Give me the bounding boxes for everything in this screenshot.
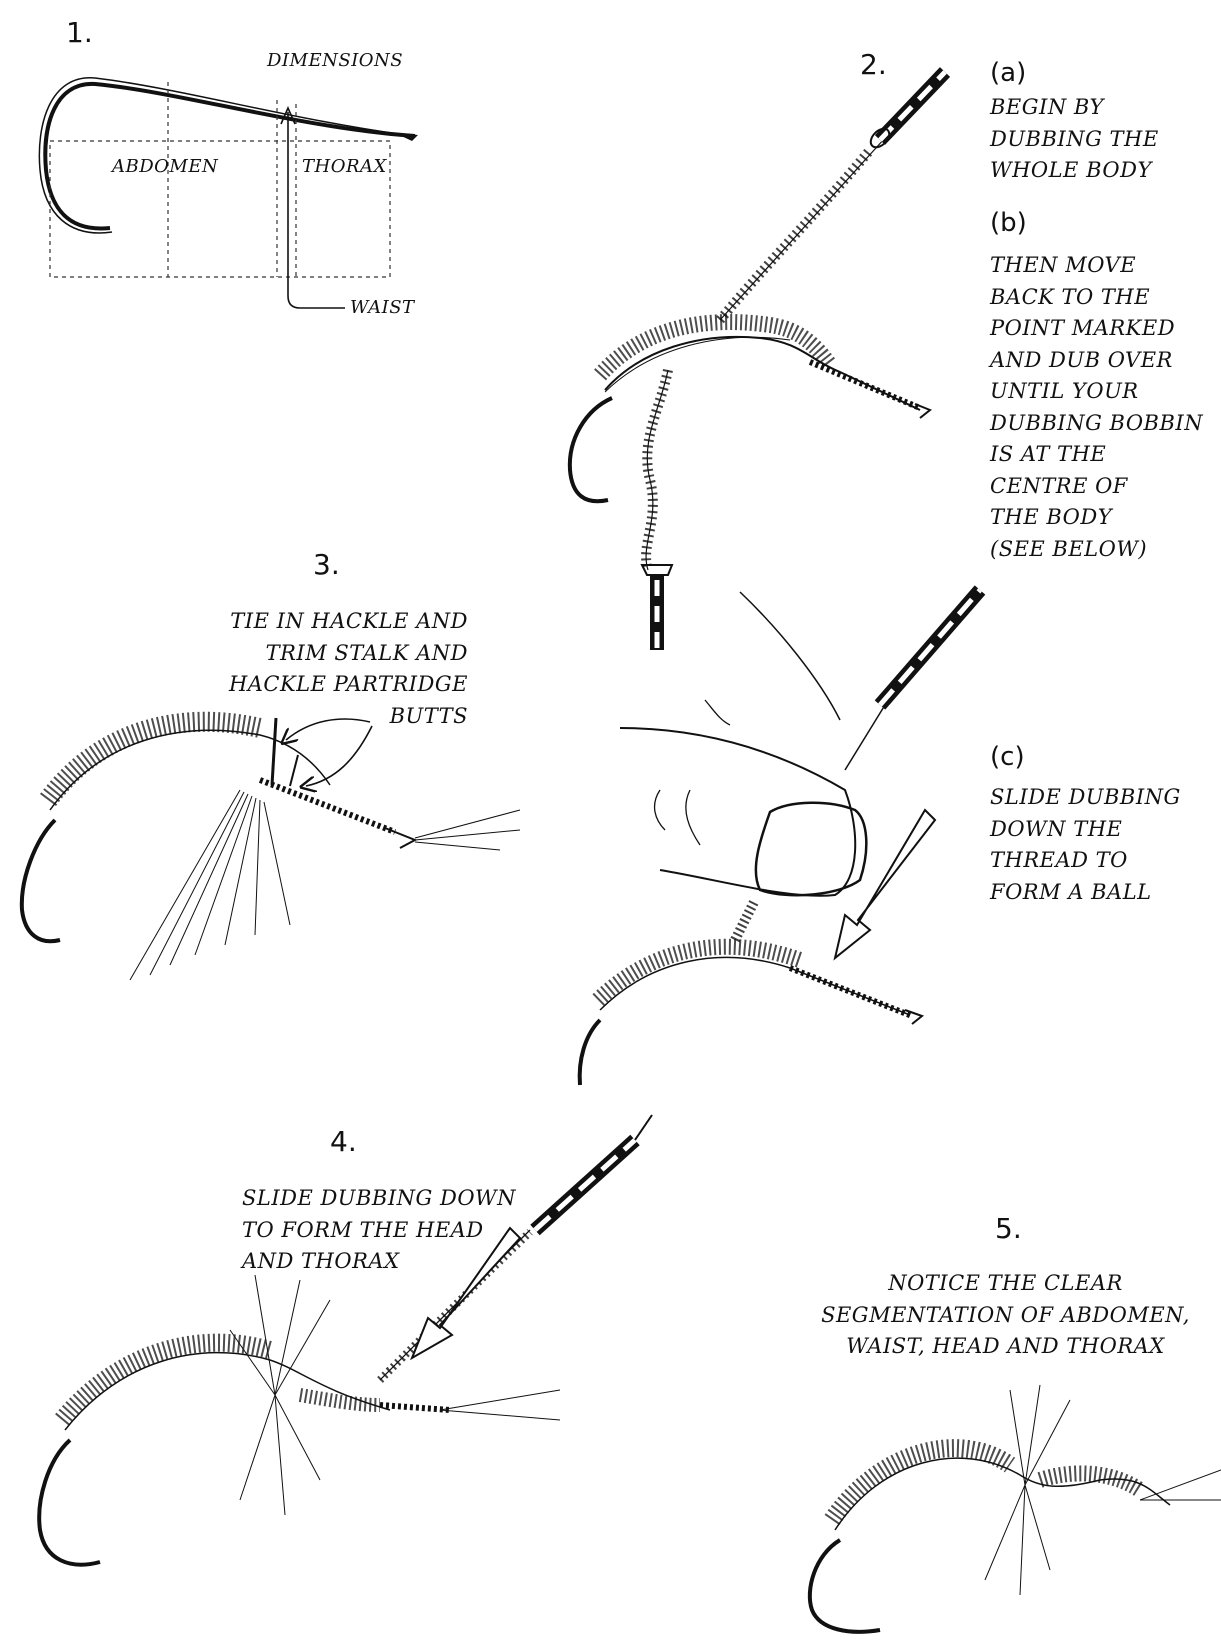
bobbin-4	[535, 1115, 652, 1230]
step2b-line: THE BODY	[990, 502, 1203, 534]
step4-line: SLIDE DUBBING DOWN	[242, 1183, 516, 1215]
finished-hackle	[985, 1385, 1221, 1595]
hackle-fibres	[130, 790, 520, 980]
step2a-line: DUBBING THE	[990, 124, 1159, 156]
step2a-text: BEGIN BY DUBBING THE WHOLE BODY	[990, 92, 1159, 187]
step5-line: SEGMENTATION OF ABDOMEN,	[790, 1300, 1221, 1332]
step4-line: AND THORAX	[242, 1246, 516, 1278]
slide-arrow-c	[835, 810, 935, 958]
step2c-line: SLIDE DUBBING	[990, 782, 1181, 814]
abdomen-label: ABDOMEN	[112, 156, 218, 178]
hackle-burst	[230, 1275, 560, 1515]
step2c-marker: (c)	[990, 742, 1025, 772]
step5-finished-fly-illustration	[810, 1385, 1221, 1632]
thorax-label: THORAX	[302, 156, 387, 178]
step2b-line: UNTIL YOUR	[990, 376, 1203, 408]
step2c-finger-illustration	[580, 590, 980, 1085]
step2-number: 2.	[860, 48, 887, 81]
bobbin-upper	[867, 72, 945, 151]
dimension-grid	[50, 82, 390, 277]
step5-number: 5.	[995, 1212, 1022, 1245]
step2b-line: CENTRE OF	[990, 471, 1203, 503]
step3-line: TRIM STALK AND	[150, 638, 468, 670]
step5-text: NOTICE THE CLEAR SEGMENTATION OF ABDOMEN…	[790, 1268, 1221, 1363]
step4-number: 4.	[330, 1125, 357, 1158]
step2b-line: (SEE BELOW)	[990, 534, 1203, 566]
step3-number: 3.	[313, 548, 340, 581]
step2b-line: POINT MARKED	[990, 313, 1203, 345]
step2b-marker: (b)	[990, 208, 1027, 238]
step2b-line: DUBBING BOBBIN	[990, 408, 1203, 440]
fingernail	[756, 803, 866, 895]
step2a-marker: (a)	[990, 58, 1026, 88]
bobbin-lower	[642, 565, 672, 650]
step4-text: SLIDE DUBBING DOWN TO FORM THE HEAD AND …	[242, 1183, 516, 1278]
step5-line: WAIST, HEAD AND THORAX	[790, 1331, 1221, 1363]
step3-line: TIE IN HACKLE AND	[150, 606, 468, 638]
step2b-line: BACK TO THE	[990, 282, 1203, 314]
step2a-line: WHOLE BODY	[990, 155, 1159, 187]
dubbed-thread-down	[646, 370, 668, 570]
step2b-text: THEN MOVE BACK TO THE POINT MARKED AND D…	[990, 250, 1203, 565]
step3-line: HACKLE PARTRIDGE	[150, 669, 468, 701]
step2b-line: IS AT THE	[990, 439, 1203, 471]
step3-hackle-illustration	[22, 718, 520, 980]
step2c-line: DOWN THE	[990, 814, 1181, 846]
step2b-line: THEN MOVE	[990, 250, 1203, 282]
step4-line: TO FORM THE HEAD	[242, 1215, 516, 1247]
waist-label: WAIST	[350, 297, 415, 319]
step2c-line: FORM A BALL	[990, 877, 1181, 909]
step2c-text: SLIDE DUBBING DOWN THE THREAD TO FORM A …	[990, 782, 1181, 908]
step2b-line: AND DUB OVER	[990, 345, 1203, 377]
step5-line: NOTICE THE CLEAR	[790, 1268, 1221, 1300]
step3-text: TIE IN HACKLE AND TRIM STALK AND HACKLE …	[150, 606, 468, 732]
dimensions-label: DIMENSIONS	[267, 50, 403, 72]
step2-hook-illustration	[570, 72, 945, 650]
step3-line: BUTTS	[150, 701, 468, 733]
step1-number: 1.	[66, 16, 93, 49]
bobbin-c	[845, 590, 980, 770]
hook-dimensions-diagram	[39, 78, 418, 308]
step2a-line: BEGIN BY	[990, 92, 1159, 124]
step2c-line: THREAD TO	[990, 845, 1181, 877]
